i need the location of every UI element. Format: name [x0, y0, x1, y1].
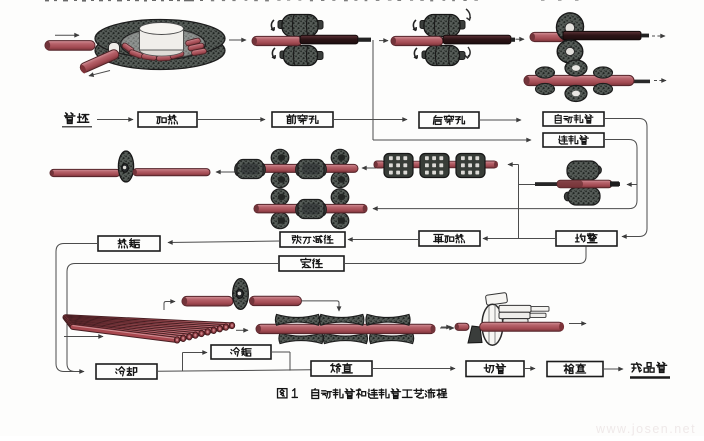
- svg-text:www.josen.net: www.josen.net: [595, 422, 696, 436]
